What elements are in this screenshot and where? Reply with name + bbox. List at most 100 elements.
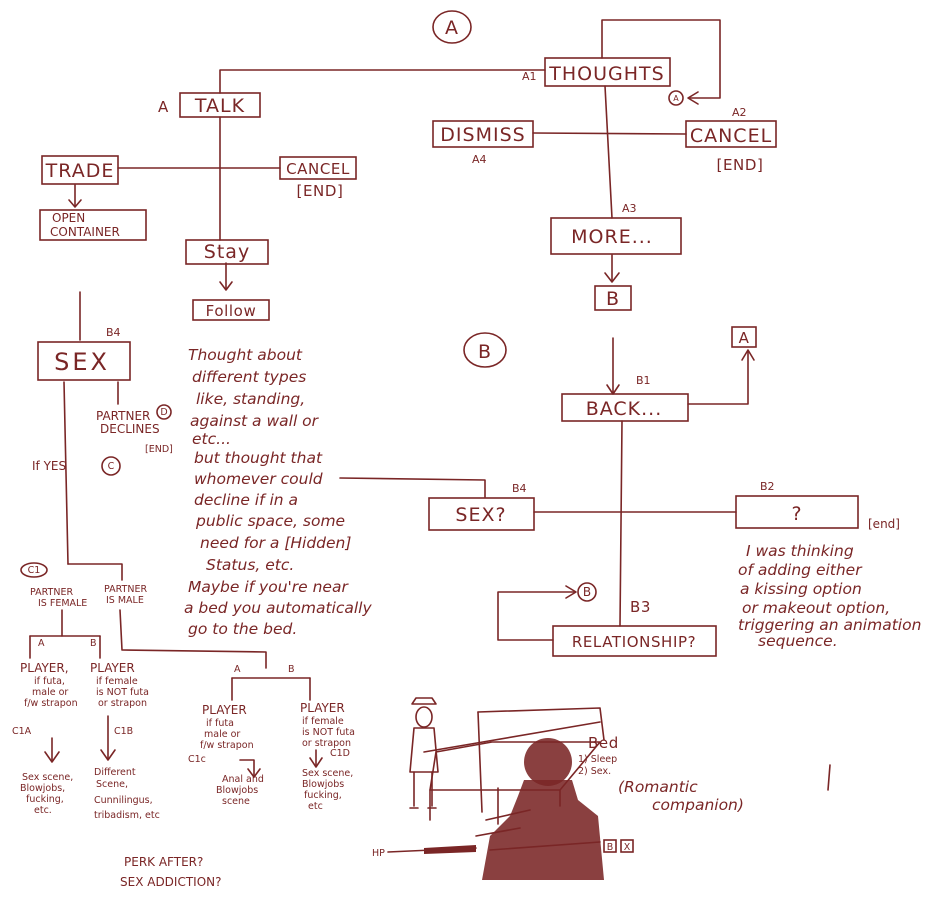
perk-note: PERK AFTER? SEX ADDICTION? [120,855,222,889]
trade-node[interactable]: TRADE [41,155,119,185]
partner-declines-marker: D [160,407,167,418]
outcome-c1c: PLAYER if futa male or f/w strapon C1c A… [188,703,264,807]
partner-male-line2: IS MALE [106,595,144,606]
skill-icon-1 [603,839,617,853]
cancel-a2-tag: A2 [732,106,747,119]
back-label: BACK... [586,398,663,420]
positions-note-line-1: Thought about [188,346,303,364]
follow-node[interactable]: Follow [192,299,270,321]
positions-note-line-2: different types [192,368,306,386]
if-yes-label: If YES [32,459,66,473]
thoughts-node[interactable]: THOUGHTS A1 [522,57,671,87]
c1b-tag: C1B [114,726,133,737]
kissing-note-line-3: a kissing option [740,580,862,598]
unknown-option-node[interactable]: ? B2 [end] [735,480,900,531]
c1b-result-2: Scene, [96,779,128,790]
c1d-cond-1: if female [302,716,344,727]
follow-label: Follow [206,302,257,320]
loop-a-marker: A [668,90,684,106]
bed-menu-title: Bed [588,734,619,752]
outcome-c1b: PLAYER if female is NOT futa or strapon … [90,661,160,821]
sex-main-node[interactable]: SEX B4 [37,326,131,381]
partner-male-line1: PARTNER [104,584,147,595]
hp-label: HP [372,848,385,859]
c1d-result-1: Sex scene, [302,768,353,779]
stay-node[interactable]: Stay [185,239,269,265]
sex-main-tag: B4 [106,326,121,339]
c1-marker: C1 [20,562,48,578]
hp-bar-fill [424,845,476,854]
perk-note-line-2: SEX ADDICTION? [120,875,222,889]
perk-note-line-1: PERK AFTER? [124,855,203,869]
relationship-tag: B3 [630,598,651,616]
positions-note-line-8: decline if in a [194,491,298,509]
more-tag: A3 [622,202,637,215]
open-container-node[interactable]: OPEN CONTAINER [39,209,147,241]
outcome-c1a: PLAYER, if futa, male or f/w strapon C1A… [12,661,78,816]
player-silhouette [475,738,604,880]
section-a-label: A [445,17,459,39]
section-a-header: A [432,10,472,44]
sex-question-node[interactable]: SEX? B4 [428,482,535,531]
stay-label: Stay [204,241,250,263]
skill-icon-1-label: B [607,842,614,853]
c1b-result-4: tribadism, etc [94,810,160,821]
kissing-note-line-6: sequence. [758,632,838,650]
c1a-cond-3: f/w strapon [24,698,78,709]
c1a-title: PLAYER, [20,661,69,675]
positions-note-line-9: public space, some [195,512,345,530]
a-link-node[interactable]: A [731,326,757,348]
c1a-result-2: Blowjobs, [20,783,65,794]
open-container-line2: CONTAINER [50,225,120,239]
b-link-node[interactable]: B [594,285,632,311]
positions-note-line-12: Maybe if you're near [188,578,349,596]
c1a-cond-2: male or [32,687,68,698]
c1b-result-3: Cunnilingus, [94,795,153,806]
talk-node[interactable]: TALK A [158,92,261,118]
companion-figure [409,697,439,809]
c1d-tag: C1D [330,748,350,759]
cancel-a2-node[interactable]: CANCEL A2 [END] [685,106,777,174]
dismiss-label: DISMISS [440,124,525,146]
c1c-title: PLAYER [202,703,247,717]
open-container-line1: OPEN [52,211,85,225]
c1b-cond-1: if female [96,676,138,687]
cancel-talk-node[interactable]: CANCEL [END] [279,156,357,200]
companion-note-line-1: (Romantic [618,778,698,796]
back-tag: B1 [636,374,651,387]
more-node[interactable]: MORE... A3 [550,202,682,255]
connectors-b [339,337,755,641]
connectors-sex-tree [29,291,323,778]
dismiss-node[interactable]: DISMISS A4 [432,120,534,166]
c1c-tag: C1c [188,754,206,765]
c1c-cond-3: f/w strapon [200,740,254,751]
dismiss-tag: A4 [472,153,487,166]
c1a-cond-1: if futa, [34,676,65,687]
kissing-note-line-4: or makeout option, [742,599,890,617]
bed-option-sleep: 1) Sleep [578,754,617,765]
connectors-a [68,19,721,291]
positions-note-line-3: like, standing, [196,390,305,408]
unknown-option-end: [end] [868,517,900,531]
b-link-label: B [606,288,620,310]
cancel-a2-end: [END] [717,156,764,174]
relationship-node[interactable]: RELATIONSHIP? B3 [552,598,717,657]
branch-a1-label: A [38,638,45,649]
if-yes-branch: If YES C [32,456,121,476]
relationship-label: RELATIONSHIP? [572,633,696,651]
c1c-result-3: scene [222,796,250,807]
c1b-cond-3: or strapon [98,698,147,709]
c1d-cond-3: or strapon [302,738,351,749]
a-link-label: A [739,329,750,347]
sex-question-label: SEX? [455,504,506,526]
cancel-a2-label: CANCEL [690,125,772,147]
partner-declines: PARTNER DECLINES D [END] [96,404,173,455]
loop-b-marker: B [577,582,597,602]
c1c-cond-2: male or [204,729,240,740]
back-node[interactable]: BACK... B1 [561,374,689,422]
loop-a-marker-label: A [673,94,679,103]
positions-note-line-5: etc... [192,430,231,448]
outcome-c1d: PLAYER if female is NOT futa or strapon … [300,701,355,812]
unknown-option-label: ? [791,503,802,525]
